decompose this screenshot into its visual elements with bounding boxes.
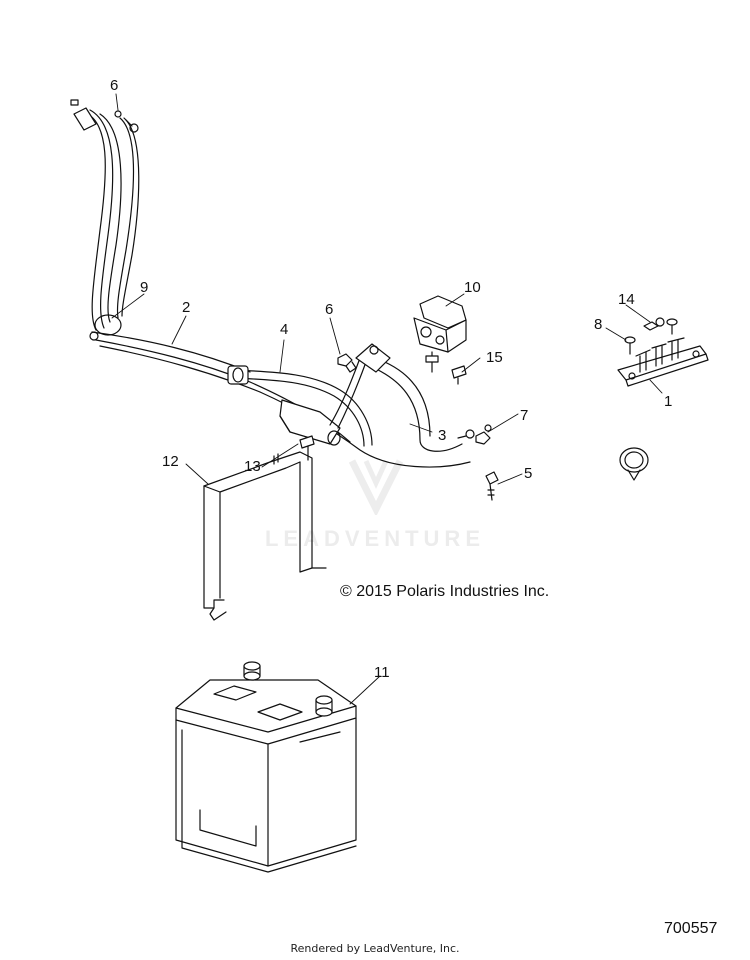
terminal-block-part-1 [617, 337, 709, 387]
battery-bracket-part-12 [203, 451, 327, 621]
solenoid-part-10 [413, 295, 467, 373]
callout-3: 3 [438, 427, 446, 444]
callout-12: 12 [162, 453, 179, 470]
nut-part-6b [337, 353, 357, 373]
bolt-part-15 [451, 365, 467, 385]
callout-11: 11 [374, 664, 390, 681]
watermark-logo-icon [348, 459, 404, 515]
screw-part-8 [624, 336, 636, 355]
bolt-part-5 [485, 471, 499, 501]
callout-7: 7 [520, 407, 528, 424]
footer-credit: Rendered by LeadVenture, Inc. [290, 942, 460, 955]
cable-clip [619, 447, 649, 481]
callout-9: 9 [140, 279, 148, 296]
callout-1: 1 [664, 393, 672, 410]
callout-6b: 6 [325, 301, 333, 318]
leader-lines [111, 93, 663, 705]
battery-cable-part-4 [227, 365, 373, 447]
bolt-part-13 [299, 435, 315, 461]
positive-cable-part-3 [329, 343, 492, 452]
callout-14: 14 [618, 291, 635, 308]
callout-8: 8 [594, 316, 602, 333]
wire-harness-part-2 [70, 99, 471, 468]
callout-5: 5 [524, 465, 532, 482]
callout-4: 4 [280, 321, 288, 338]
callout-15: 15 [486, 349, 503, 366]
callout-13: 13 [244, 458, 261, 475]
watermark-text: LEADVENTURE [264, 526, 485, 551]
diagram-id: 700557 [664, 920, 718, 937]
nuts-part-14 [643, 317, 678, 335]
copyright-text: © 2015 Polaris Industries Inc. [340, 583, 550, 600]
battery-part-11 [175, 661, 357, 873]
callout-2: 2 [182, 299, 190, 316]
callout-10: 10 [464, 279, 481, 296]
nut-part-7 [475, 431, 491, 445]
callout-6a: 6 [110, 77, 118, 94]
